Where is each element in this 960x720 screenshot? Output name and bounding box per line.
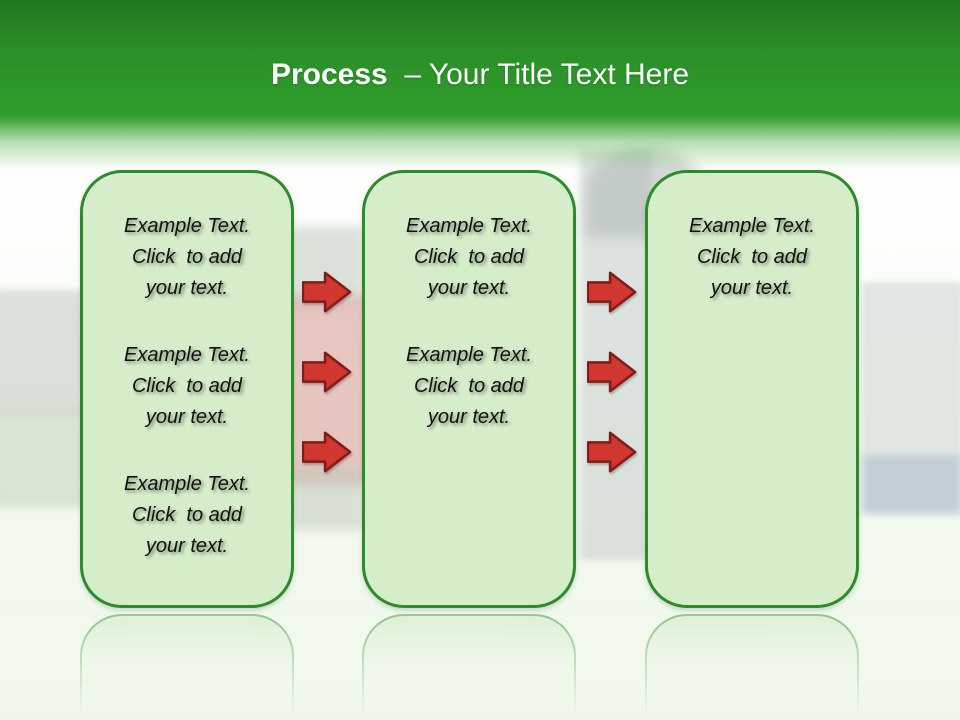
right-arrow-icon (302, 271, 352, 313)
title-emphasis: Process (270, 58, 388, 91)
text-placeholder[interactable]: Example Text. Click to add your text. (406, 215, 532, 299)
process-box-step-2[interactable]: Example Text. Click to add your text. Ex… (362, 170, 576, 608)
slide-title: Process – Your Title Text Here (0, 56, 960, 94)
text-placeholder[interactable]: Example Text. Click to add your text. (124, 344, 250, 428)
right-arrow-icon (302, 431, 352, 473)
arrow-group-step2-step3 (587, 270, 637, 474)
right-arrow-icon (302, 351, 352, 393)
background-watermark-shape (862, 456, 960, 514)
text-placeholder[interactable]: Example Text. Click to add your text. (124, 473, 250, 557)
header-band (0, 0, 960, 200)
title-subtitle: – Your Title Text Here (387, 58, 690, 91)
text-placeholder[interactable]: Example Text. Click to add your text. (406, 344, 532, 428)
right-arrow-icon (587, 271, 637, 313)
reflection-fade-overlay (0, 612, 960, 720)
background-watermark-shape (862, 282, 960, 460)
background-watermark-shape (290, 468, 364, 530)
right-arrow-icon (587, 351, 637, 393)
text-placeholder[interactable]: Example Text. Click to add your text. (124, 215, 250, 299)
arrow-group-step1-step2 (302, 270, 352, 474)
right-arrow-icon (587, 431, 637, 473)
process-box-step-1[interactable]: Example Text. Click to add your text. Ex… (80, 170, 294, 608)
background-watermark-shape (0, 408, 87, 508)
background-watermark-shape (0, 290, 87, 415)
text-placeholder[interactable]: Example Text. Click to add your text. (689, 215, 815, 299)
process-box-step-3[interactable]: Example Text. Click to add your text. (645, 170, 859, 608)
